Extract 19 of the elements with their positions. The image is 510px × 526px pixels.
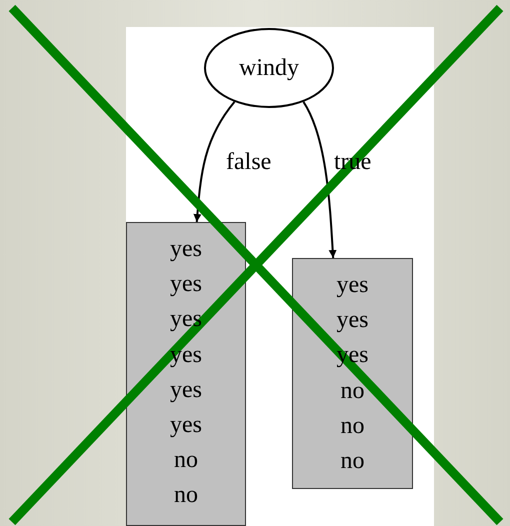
node-text: no <box>174 446 198 474</box>
arrow <box>193 101 236 222</box>
node-text: no <box>340 376 364 405</box>
node-text: yes <box>170 411 202 439</box>
node-text: no <box>340 412 364 440</box>
edge-label: false <box>225 148 272 176</box>
leaf-box <box>292 258 413 489</box>
decision-ellipse <box>204 28 334 108</box>
arrow <box>302 101 337 258</box>
node-text: yes <box>170 235 202 263</box>
node-text: yes <box>336 271 368 299</box>
node-text: yes <box>170 270 202 298</box>
node-text: yes <box>170 305 202 334</box>
node-text: no <box>340 447 364 475</box>
node-text: yes <box>170 376 202 404</box>
node-text: yes <box>336 306 368 334</box>
leaf-box <box>126 222 246 526</box>
node-text: no <box>174 481 198 510</box>
node-text: windy <box>239 54 299 82</box>
